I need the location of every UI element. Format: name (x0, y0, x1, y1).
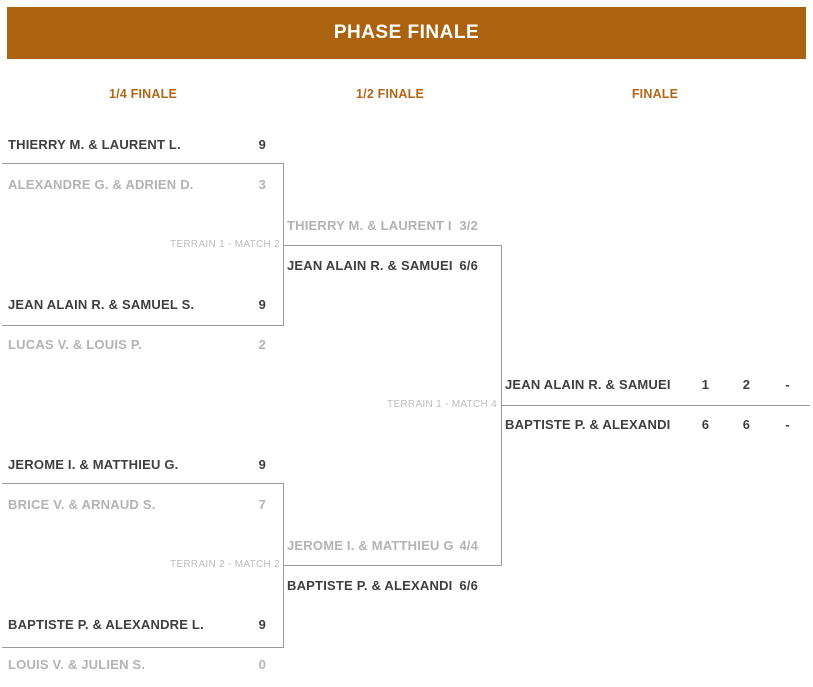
sf2-team-row-loser: JEROME I. & MATTHIEU G 4/4 (287, 537, 478, 555)
page-title: PHASE FINALE (333, 22, 480, 43)
set2-score: 2 (742, 377, 751, 392)
team-score: 6/6 (459, 258, 478, 273)
sf2-team-row-winner: BAPTISTE P. & ALEXANDI 6/6 (287, 577, 478, 595)
qf1-team-row-loser: ALEXANDRE G. & ADRIEN D. 3 (8, 176, 266, 194)
team-score: 3/2 (459, 218, 478, 233)
bracket-line-qf1 (2, 163, 283, 164)
finale-team-row-2: BAPTISTE P. & ALEXANDI 6 6 - (505, 416, 808, 434)
finale-team-row-1: JEAN ALAIN R. & SAMUEI 1 2 - (505, 376, 808, 394)
bracket-line-qf4 (2, 647, 283, 648)
set1-score: 1 (701, 377, 710, 392)
team-score: 9 (258, 137, 266, 152)
set2-score: 6 (742, 417, 751, 432)
terrain-label-match2-bottom: TERRAIN 2 - MATCH 2 (170, 559, 280, 570)
terrain-label-match2-top: TERRAIN 1 - MATCH 2 (170, 239, 280, 250)
team-score: 0 (258, 657, 266, 672)
team-name: ALEXANDRE G. & ADRIEN D. (8, 177, 194, 192)
bracket-line-qf1-vertical (283, 163, 284, 326)
sf1-team-row-loser: THIERRY M. & LAURENT I 3/2 (287, 217, 478, 235)
round-header-finale: FINALE (631, 87, 679, 101)
team-score: 3 (258, 177, 266, 192)
round-header-semifinals: 1/2 FINALE (356, 87, 424, 101)
qf4-team-row-loser: LOUIS V. & JULIEN S. 0 (8, 656, 266, 674)
team-name: THIERRY M. & LAURENT L. (8, 137, 181, 152)
team-score: 4/4 (459, 538, 478, 553)
bracket-line-sf2 (283, 565, 502, 566)
bracket-line-finale (501, 405, 810, 406)
qf1-team-row-winner: THIERRY M. & LAURENT L. 9 (8, 136, 266, 154)
qf4-team-row-winner: BAPTISTE P. & ALEXANDRE L. 9 (8, 616, 266, 634)
team-score: 9 (258, 457, 266, 472)
team-name: BAPTISTE P. & ALEXANDI (287, 578, 453, 593)
qf3-team-row-loser: BRICE V. & ARNAUD S. 7 (8, 496, 266, 514)
terrain-label-match4: TERRAIN 1 - MATCH 4 (387, 399, 497, 410)
set1-score: 6 (701, 417, 710, 432)
team-name: JEAN ALAIN R. & SAMUEI (505, 377, 671, 392)
team-name: JEAN ALAIN R. & SAMUEL S. (8, 297, 195, 312)
bracket-line-sf1 (283, 245, 502, 246)
qf3-team-row-winner: JEROME I. & MATTHIEU G. 9 (8, 456, 266, 474)
bracket-line-qf2 (2, 325, 283, 326)
qf2-team-row-loser: LUCAS V. & LOUIS P. 2 (8, 336, 266, 354)
team-score: 6/6 (459, 578, 478, 593)
team-name: LOUIS V. & JULIEN S. (8, 657, 146, 672)
qf2-team-row-winner: JEAN ALAIN R. & SAMUEL S. 9 (8, 296, 266, 314)
set3-score: - (785, 377, 790, 392)
team-score: 2 (258, 337, 266, 352)
team-name: JEROME I. & MATTHIEU G (287, 538, 454, 553)
sf1-team-row-winner: JEAN ALAIN R. & SAMUEI 6/6 (287, 257, 478, 275)
team-name: BAPTISTE P. & ALEXANDRE L. (8, 617, 204, 632)
team-score: 7 (258, 497, 266, 512)
team-name: BAPTISTE P. & ALEXANDI (505, 417, 671, 432)
team-name: JEAN ALAIN R. & SAMUEI (287, 258, 453, 273)
team-score: 9 (258, 617, 266, 632)
page-title-banner: PHASE FINALE (7, 7, 806, 59)
team-name: BRICE V. & ARNAUD S. (8, 497, 156, 512)
team-score: 9 (258, 297, 266, 312)
team-name: LUCAS V. & LOUIS P. (8, 337, 142, 352)
team-name: THIERRY M. & LAURENT I (287, 218, 452, 233)
set3-score: - (785, 417, 790, 432)
team-name: JEROME I. & MATTHIEU G. (8, 457, 179, 472)
round-header-quarterfinals: 1/4 FINALE (109, 87, 177, 101)
bracket-line-qf3 (2, 483, 283, 484)
